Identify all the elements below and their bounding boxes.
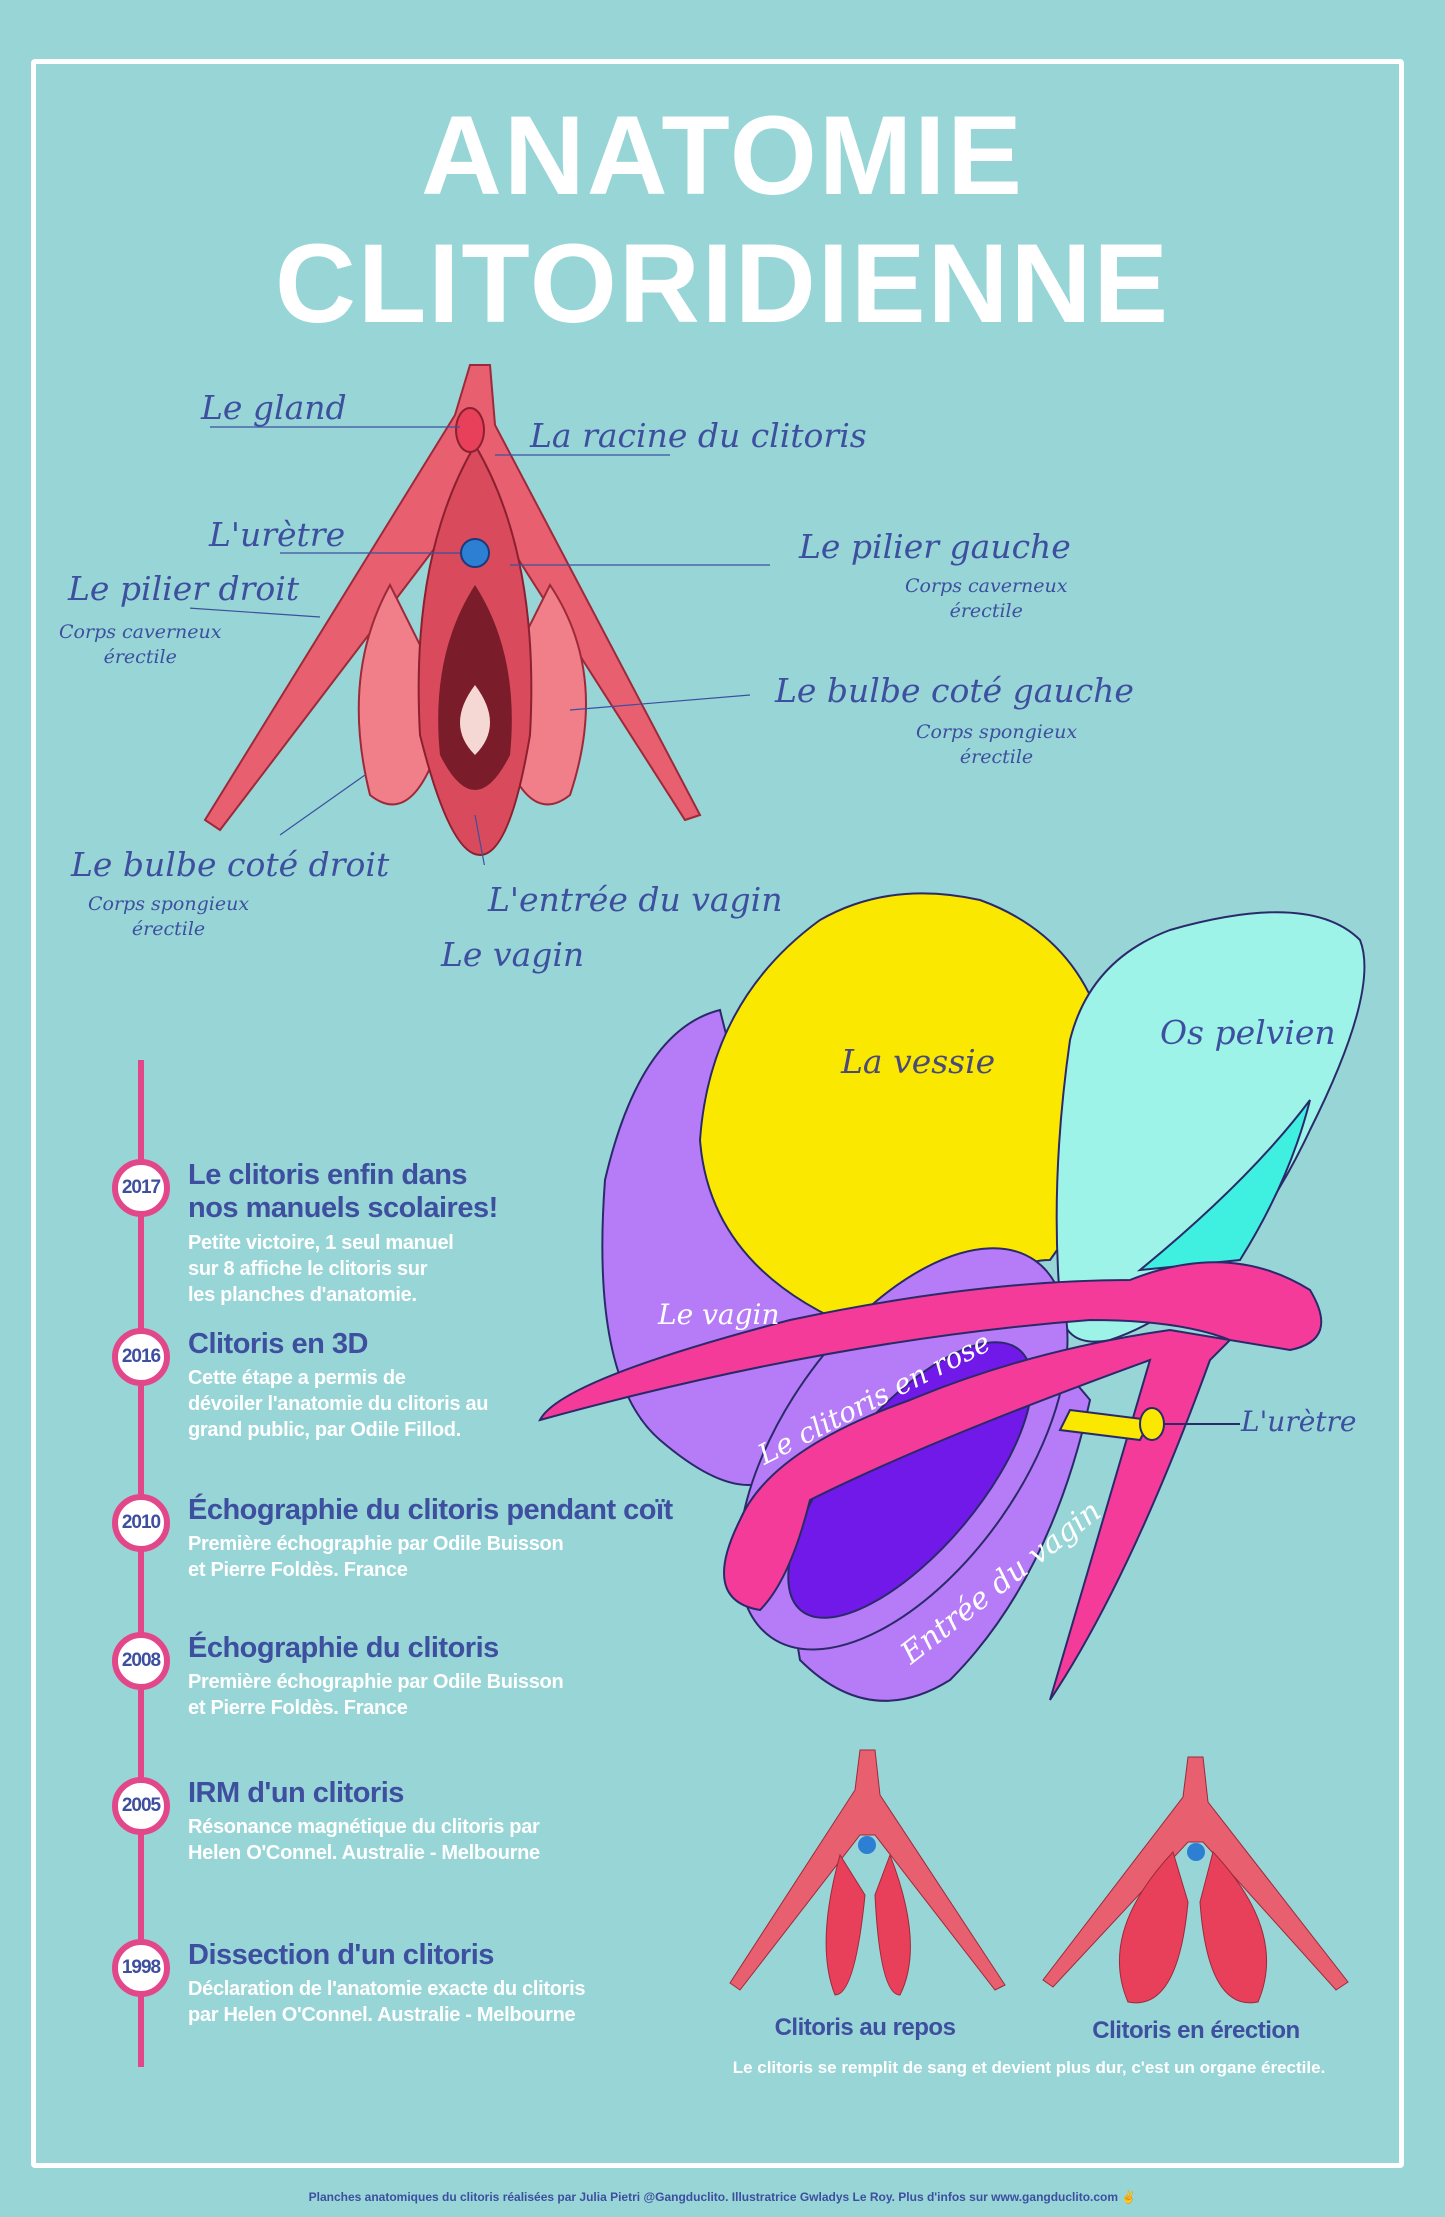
event-title: Échographie du clitoris xyxy=(188,1632,499,1664)
label-pilier-droit: Le pilier droit xyxy=(68,569,300,608)
year-badge: 2016 xyxy=(112,1328,170,1386)
clitoris-shape xyxy=(538,1261,1323,1701)
label-entree-vagin: L'entrée du vagin xyxy=(488,880,783,919)
label-bulbe-droit: Le bulbe coté droit xyxy=(71,845,390,884)
title-line-2: CLITORIDIENNE xyxy=(274,221,1171,346)
label-uretre: L'urètre xyxy=(209,515,346,554)
title-line-1: ANATOMIE xyxy=(421,93,1024,218)
year-badge: 2008 xyxy=(112,1632,170,1690)
event-title: Échographie du clitoris pendant coït xyxy=(188,1494,673,1526)
year-badge: 2017 xyxy=(112,1159,170,1217)
footer-credits: Planches anatomiques du clitoris réalisé… xyxy=(308,2190,1137,2204)
pelvic-diagram xyxy=(538,892,1366,1702)
label-racine: La racine du clitoris xyxy=(530,416,867,455)
caption-repos: Clitoris au repos xyxy=(774,2014,956,2041)
label-gland: Le gland xyxy=(201,388,347,427)
poster-border xyxy=(31,59,1404,2168)
event-title: Le clitoris enfin dans xyxy=(188,1159,468,1191)
clitoris-erection-illustration xyxy=(1042,1756,1349,2004)
label-diagram-vagin: Le vagin xyxy=(658,1298,780,1331)
label-vessie: La vessie xyxy=(841,1042,996,1081)
vulva-illustration xyxy=(190,364,770,865)
label-diagram-uretre: L'urètre xyxy=(1241,1405,1357,1438)
event-title: IRM d'un clitoris xyxy=(188,1777,404,1809)
label-pilier-gauche: Le pilier gauche xyxy=(799,527,1071,566)
label-vagin: Le vagin xyxy=(441,935,585,974)
clitoris-repos-illustration xyxy=(729,1749,1006,1996)
caption-erection: Clitoris en érection xyxy=(1092,2017,1300,2044)
comparison-sentence: Le clitoris se remplit de sang et devien… xyxy=(732,2058,1326,2077)
event-title-2: nos manuels scolaires! xyxy=(188,1192,498,1225)
event-title: Dissection d'un clitoris xyxy=(188,1939,494,1971)
year-badge: 1998 xyxy=(112,1939,170,1997)
event-description: Déclaration de l'anatomie exacte du clit… xyxy=(188,1978,586,2027)
timeline-line xyxy=(138,1060,144,2067)
event-title: Clitoris en 3D xyxy=(188,1328,368,1360)
year-badge: 2005 xyxy=(112,1777,170,1835)
year-badge: 2010 xyxy=(112,1494,170,1552)
label-os-pelvien: Os pelvien xyxy=(1160,1013,1336,1052)
label-bulbe-gauche: Le bulbe coté gauche xyxy=(775,671,1134,710)
